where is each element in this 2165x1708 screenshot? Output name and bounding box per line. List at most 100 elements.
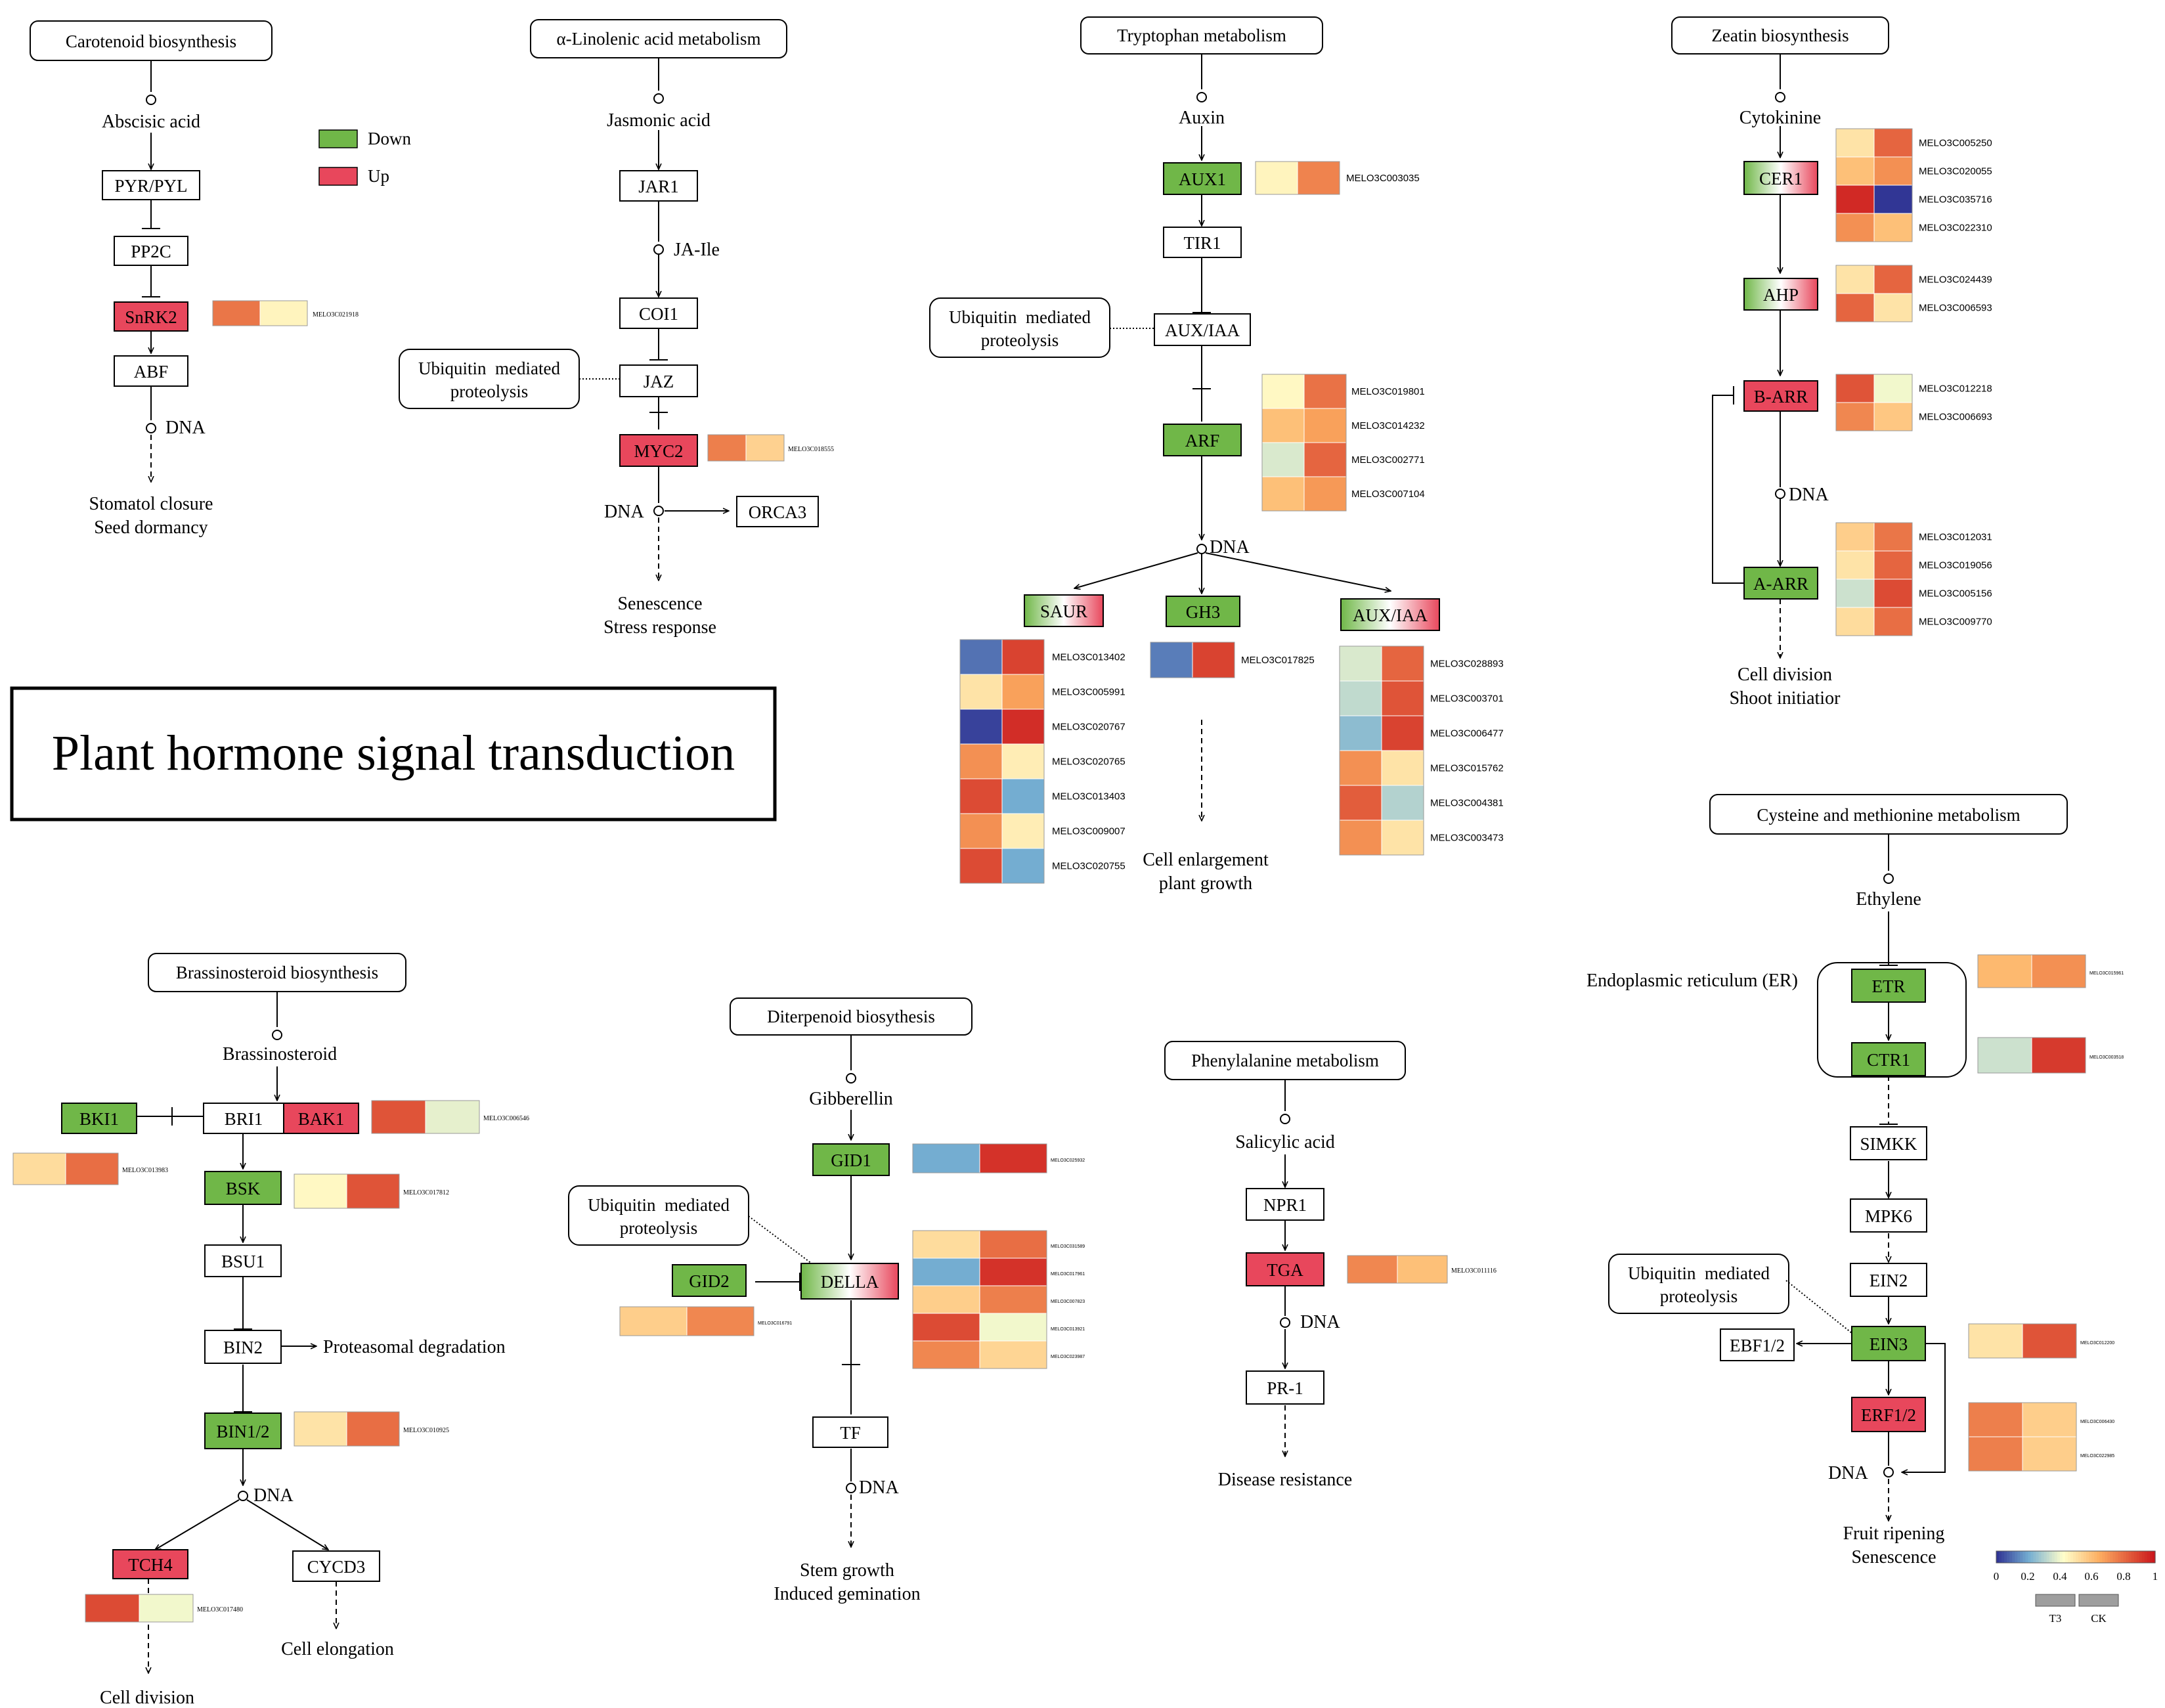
- heatmap-gene-label: MELO3C004381: [1430, 798, 1504, 809]
- node-cer1[interactable]: CER1: [1743, 161, 1818, 195]
- node-jaz[interactable]: JAZ: [619, 364, 698, 397]
- node-tir1[interactable]: TIR1: [1163, 227, 1242, 258]
- node-aarr[interactable]: A-ARR: [1743, 567, 1818, 600]
- node-bki1[interactable]: BKI1: [61, 1103, 137, 1134]
- text-dna-erf: DNA: [1828, 1463, 1868, 1483]
- node-arf[interactable]: ARF: [1163, 424, 1242, 456]
- heatmap-gene-label: MELO3C020765: [1052, 756, 1126, 768]
- node-coi1[interactable]: COI1: [619, 297, 698, 329]
- node-bsk[interactable]: BSK: [204, 1171, 282, 1205]
- node-box-pp2c: [114, 236, 188, 266]
- node-label-bki1: BKI1: [79, 1109, 119, 1129]
- text-senescence-2: Stress response: [603, 617, 716, 638]
- node-box-ein3: [1851, 1326, 1926, 1361]
- heatmap-cer1: MELO3C005250MELO3C020055MELO3C035716MELO…: [1835, 128, 1992, 242]
- colorbar-segment: [2036, 1551, 2040, 1563]
- node-aux1[interactable]: AUX1: [1163, 162, 1242, 195]
- node-box-npr1: [1246, 1188, 1324, 1221]
- colorbar-segment: [2041, 1551, 2045, 1563]
- heatmap-cell-della-4-t3: [912, 1340, 980, 1369]
- page-title: Plant hormone signal transduction: [52, 726, 735, 781]
- heatmap-gene-label: MELO3C020055: [1919, 166, 1992, 177]
- node-auxiaa[interactable]: AUX/IAA: [1154, 313, 1251, 346]
- colorbar-segment: [2147, 1551, 2151, 1563]
- node-mpk6[interactable]: MPK6: [1850, 1198, 1927, 1233]
- node-ctr1[interactable]: CTR1: [1851, 1042, 1926, 1076]
- node-gid2[interactable]: GID2: [672, 1264, 747, 1297]
- heatmap-gid1: MELO3C025932: [912, 1143, 1085, 1173]
- node-snrk2[interactable]: SnRK2: [114, 301, 188, 332]
- node-label-bri1: BRI1: [225, 1109, 263, 1129]
- heatmap-gene-label: MELO3C013403: [1052, 791, 1126, 802]
- node-label-arf: ARF: [1185, 431, 1220, 450]
- heatmap-cell-erf12-1-ck: [2022, 1436, 2077, 1472]
- heatmap-cell-della-0-t3: [912, 1230, 980, 1259]
- node-pyr[interactable]: PYR/PYL: [102, 170, 200, 200]
- heatmap-cell-arf-1-t3: [1261, 408, 1305, 443]
- node-pr1[interactable]: PR-1: [1246, 1370, 1324, 1405]
- node-ebf12[interactable]: EBF1/2: [1720, 1328, 1795, 1361]
- node-saur[interactable]: SAUR: [1024, 594, 1104, 627]
- node-box-myc2: [619, 434, 698, 467]
- node-box-tir1: [1163, 227, 1242, 258]
- colorbar-segment: [2070, 1551, 2074, 1563]
- colorbar-segment: [2123, 1551, 2127, 1563]
- heatmap-cell-erf12-0-ck: [2022, 1402, 2077, 1437]
- heatmap-gene-label: MELO3C022985: [2080, 1454, 2114, 1458]
- heatmap-cell-aarr-3-t3: [1835, 607, 1875, 636]
- node-label-gh3: GH3: [1186, 602, 1221, 622]
- heatmap-cell-barr-1-t3: [1835, 402, 1875, 431]
- heatmap-cell-myc2-0-t3: [707, 434, 747, 462]
- heatmap-cell-arf-1-ck: [1303, 408, 1347, 443]
- node-bsu1[interactable]: BSU1: [204, 1244, 282, 1277]
- heatmap-cell-della-2-ck: [979, 1285, 1047, 1314]
- node-della[interactable]: DELLA: [800, 1263, 899, 1300]
- node-myc2[interactable]: MYC2: [619, 434, 698, 467]
- colorbar-segment: [2094, 1551, 2097, 1563]
- node-tch4[interactable]: TCH4: [112, 1549, 188, 1579]
- text-dna-tga: DNA: [1300, 1312, 1340, 1332]
- node-npr1[interactable]: NPR1: [1246, 1188, 1324, 1221]
- node-bin2[interactable]: BIN2: [204, 1330, 282, 1364]
- node-erf12[interactable]: ERF1/2: [1851, 1397, 1926, 1432]
- text-fruit-1: Fruit ripening: [1843, 1523, 1945, 1544]
- node-etr[interactable]: ETR: [1851, 969, 1926, 1003]
- node-pp2c[interactable]: PP2C: [114, 236, 188, 266]
- colorbar-segment: [2102, 1551, 2105, 1563]
- node-ein3[interactable]: EIN3: [1851, 1326, 1926, 1361]
- node-abf[interactable]: ABF: [114, 355, 188, 387]
- node-orca3[interactable]: ORCA3: [736, 496, 819, 527]
- node-tga[interactable]: TGA: [1246, 1252, 1324, 1286]
- heatmap-cell-cer1-2-t3: [1835, 185, 1875, 214]
- node-label-auxiaa: AUX/IAA: [1165, 320, 1240, 340]
- node-ahp[interactable]: AHP: [1743, 278, 1818, 311]
- node-label-pr1: PR-1: [1267, 1378, 1303, 1398]
- ubiquitin-label-della-1: Ubiquitin mediated: [588, 1195, 730, 1215]
- node-ein2[interactable]: EIN2: [1850, 1263, 1927, 1297]
- heatmap-cell-saur-0-t3: [959, 639, 1003, 675]
- node-tf[interactable]: TF: [812, 1416, 888, 1448]
- text-cellenl-2: plant growth: [1159, 873, 1252, 894]
- node-gh3[interactable]: GH3: [1166, 596, 1240, 627]
- text-salicylic: Salicylic acid: [1235, 1132, 1335, 1152]
- node-cycd3[interactable]: CYCD3: [292, 1550, 380, 1582]
- heatmap-gene-label: MELO3C017480: [197, 1606, 243, 1613]
- node-auxiaa2[interactable]: AUX/IAA: [1340, 598, 1440, 631]
- ubiquitin-box-ein3[interactable]: [1608, 1254, 1789, 1314]
- node-bin12[interactable]: BIN1/2: [204, 1412, 282, 1449]
- node-barr[interactable]: B-ARR: [1743, 380, 1818, 412]
- node-label-gid2: GID2: [689, 1271, 730, 1291]
- node-jar1[interactable]: JAR1: [619, 170, 698, 202]
- node-bri1[interactable]: BRI1: [203, 1103, 284, 1134]
- node-simkk[interactable]: SIMKK: [1850, 1126, 1927, 1160]
- node-box-bak1: [283, 1103, 359, 1134]
- heatmap-cell-aarr-2-t3: [1835, 579, 1875, 608]
- heatmap-cell-della-0-ck: [979, 1230, 1047, 1259]
- node-gid1[interactable]: GID1: [812, 1143, 890, 1176]
- node-bak1[interactable]: BAK1: [283, 1103, 359, 1134]
- ubiquitin-box-della[interactable]: [568, 1185, 749, 1246]
- node-label-della: DELLA: [821, 1272, 879, 1292]
- pathway-label-diterpenoid: Diterpenoid biosythesis: [767, 1007, 935, 1026]
- node-label-tch4: TCH4: [128, 1555, 173, 1575]
- colorbar-segment: [2107, 1551, 2111, 1563]
